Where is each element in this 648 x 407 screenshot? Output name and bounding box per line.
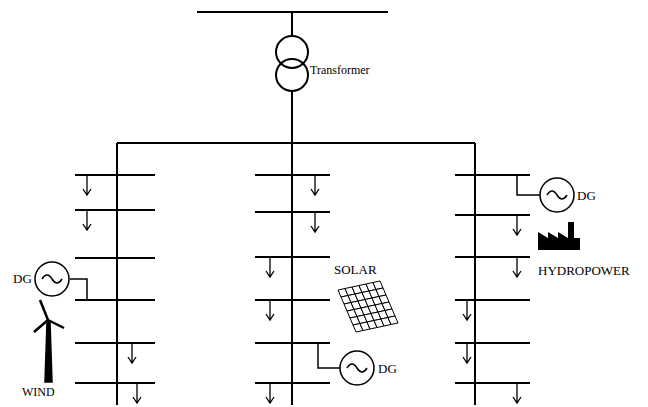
- load-arrow: [133, 383, 141, 403]
- bus-bar: [255, 256, 330, 258]
- bus-bar: [75, 382, 155, 384]
- generator-symbol: [540, 178, 574, 212]
- load-arrow: [266, 257, 274, 277]
- generator-label: DG: [13, 272, 32, 285]
- load-arrow: [463, 343, 471, 363]
- source-label: HYDROPOWER: [538, 264, 630, 277]
- bus-bar: [455, 174, 530, 176]
- source-label: WIND: [22, 386, 55, 398]
- bus-bar: [455, 382, 530, 384]
- load-arrow: [513, 257, 521, 277]
- generator-connections: [35, 175, 574, 385]
- solar-cell: [388, 316, 398, 325]
- component-label: Transformer: [310, 64, 370, 76]
- wind-turbine-icon: [34, 300, 64, 382]
- bus-bar: [255, 299, 330, 301]
- load-arrow: [311, 212, 319, 232]
- generator-symbol: [35, 262, 69, 296]
- source-label: SOLAR: [334, 263, 377, 276]
- bus-lines: [117, 12, 475, 405]
- factory-icon: [538, 222, 580, 250]
- generator-label: DG: [378, 362, 397, 375]
- load-arrow: [513, 383, 521, 403]
- bus-bar: [75, 342, 155, 344]
- load-arrow: [266, 383, 274, 403]
- bus-bar: [455, 256, 530, 258]
- bus-bar: [455, 299, 530, 301]
- load-arrow: [266, 300, 274, 320]
- load-arrow: [83, 210, 91, 230]
- bus-bar: [455, 214, 530, 216]
- bus-bar: [255, 382, 330, 384]
- load-arrow: [128, 343, 136, 363]
- load-arrow: [83, 175, 91, 195]
- bus-bar: [75, 257, 155, 259]
- generator-symbol: [340, 351, 374, 385]
- generator-label: DG: [577, 189, 596, 202]
- bus-bar: [255, 211, 330, 213]
- load-arrow: [311, 175, 319, 195]
- bus-bar: [455, 342, 530, 344]
- solar-panel-icon: [338, 281, 398, 332]
- feeder-bars: [75, 175, 530, 383]
- load-arrow: [513, 215, 521, 235]
- load-arrow: [463, 300, 471, 320]
- bus-bar: [255, 174, 330, 176]
- load-arrows: [83, 175, 521, 403]
- transformer-winding: [276, 59, 308, 91]
